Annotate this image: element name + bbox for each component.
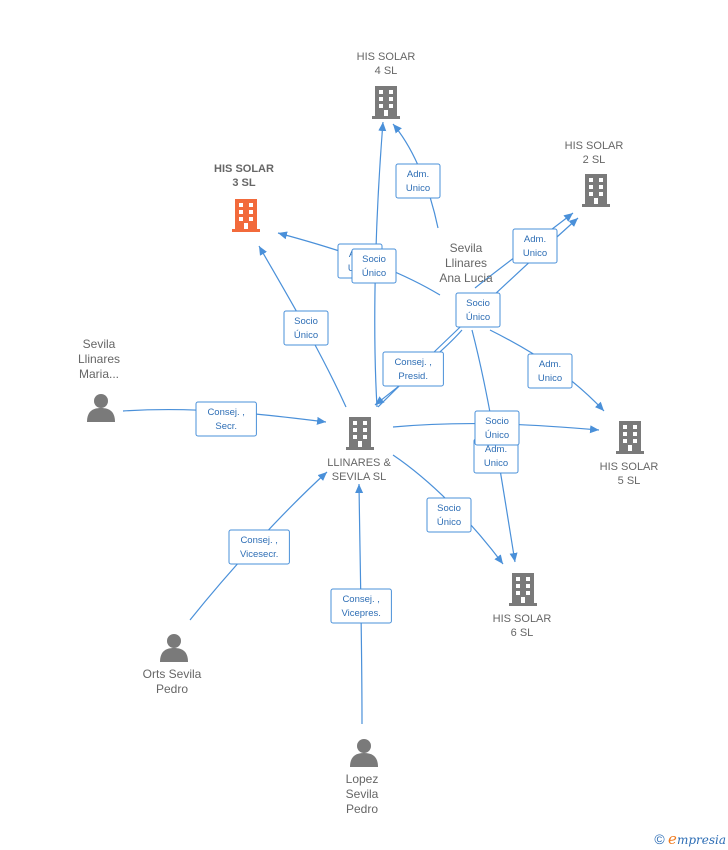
edge-label-text: Unico xyxy=(538,373,562,384)
edge-label-box xyxy=(382,351,444,387)
building-icon xyxy=(372,86,400,119)
node-label: Pedro xyxy=(156,682,188,696)
edge-label-text: Consej. , xyxy=(342,594,380,605)
node-label: Llinares xyxy=(78,352,120,366)
edge-label-text: Consej. , xyxy=(394,357,432,368)
edge-label-text: Socio xyxy=(485,416,509,427)
node-his6[interactable]: HIS SOLAR 6 SL xyxy=(493,573,552,639)
node-label: 4 SL xyxy=(375,65,398,77)
node-label: Ana Lucia xyxy=(439,271,493,285)
edge-label-box xyxy=(527,353,573,389)
edge-label-box xyxy=(512,228,558,264)
edge-label-text: Socio xyxy=(466,298,490,309)
edge-label-text: Único xyxy=(466,312,490,323)
edge-label-box xyxy=(330,588,392,624)
person-icon xyxy=(87,394,115,422)
edge-label-text: Socio xyxy=(437,503,461,514)
node-label: Sevila xyxy=(450,241,483,255)
node-label: Sevila xyxy=(346,787,379,801)
node-his4[interactable]: HIS SOLAR 4 SL xyxy=(357,51,416,119)
edge-label-text: Único xyxy=(294,330,318,341)
building-icon xyxy=(346,417,374,450)
copyright-icon: © xyxy=(654,831,665,847)
node-label: 6 SL xyxy=(511,627,534,639)
edge-label-text: Consej. , xyxy=(240,535,278,546)
node-label: Pedro xyxy=(346,802,378,816)
edge-label-text: Socio xyxy=(294,316,318,327)
building-icon xyxy=(616,421,644,454)
node-label: HIS SOLAR xyxy=(214,163,274,175)
edge-label-text: Vicesecr. xyxy=(240,549,278,560)
node-his3[interactable]: HIS SOLAR 3 SL xyxy=(214,163,274,232)
edge-label-text: Único xyxy=(362,268,386,279)
node-label: HIS SOLAR xyxy=(600,461,659,473)
edge-label-ana-to-llinares[interactable]: Consej. , Presid. xyxy=(382,351,444,387)
node-label: 5 SL xyxy=(618,475,641,487)
edge-label-ana-to-his4[interactable]: Adm. Unico xyxy=(395,163,441,199)
edge-label-maria-to-llinares[interactable]: Consej. , Secr. xyxy=(195,401,257,437)
edge-label-text: Unico xyxy=(484,458,508,469)
edge-label-lopez-to-llinares[interactable]: Consej. , Vicepres. xyxy=(330,588,392,624)
node-label: Maria... xyxy=(79,367,119,381)
edge-label-box xyxy=(195,401,257,437)
nodes-layer: HIS SOLAR 4 SL HIS SOLAR 2 SL HIS SOLAR 3 SL S… xyxy=(78,51,658,816)
edge-label-box xyxy=(455,292,501,328)
node-label: 2 SL xyxy=(583,154,606,166)
edge-label-text: Único xyxy=(485,430,509,441)
node-llinares[interactable]: LLINARES & SEVILA SL xyxy=(327,417,391,483)
edge-label-orts-to-llinares[interactable]: Consej. , Vicesecr. xyxy=(228,529,290,565)
edge-label-box xyxy=(395,163,441,199)
edge-label-text: Adm. xyxy=(524,234,546,245)
edge-label-text: Adm. xyxy=(485,444,507,455)
person-icon xyxy=(160,634,188,662)
edge-label-text: Unico xyxy=(523,248,547,259)
edge-label-box xyxy=(351,248,397,284)
node-label: HIS SOLAR xyxy=(357,51,416,63)
brand-footer[interactable]: © empresia xyxy=(654,830,726,848)
edge-label-text: Secr. xyxy=(215,421,237,432)
building-icon xyxy=(509,573,537,606)
edge-label-text: Adm. xyxy=(407,169,429,180)
edge-label-text: Único xyxy=(437,517,461,528)
node-label: HIS SOLAR xyxy=(493,613,552,625)
node-label: Llinares xyxy=(445,256,487,270)
node-label: LLINARES & xyxy=(327,457,391,469)
node-his5[interactable]: HIS SOLAR 5 SL xyxy=(600,421,659,487)
edge-label-text: Socio xyxy=(362,254,386,265)
edge-label-box xyxy=(228,529,290,565)
brand-initial: e xyxy=(668,830,677,848)
building-icon xyxy=(582,174,610,207)
edge-label-box xyxy=(283,310,329,346)
node-label: HIS SOLAR xyxy=(565,140,624,152)
person-icon xyxy=(350,739,378,767)
edge-label-box xyxy=(474,410,520,446)
node-label: Sevila xyxy=(83,337,116,351)
edge-label-ana-to-his2[interactable]: Adm. Unico xyxy=(512,228,558,264)
edge-label-text: Consej. , xyxy=(207,407,245,418)
edge-label-text: Vicepres. xyxy=(341,608,380,619)
node-label: Orts Sevila xyxy=(143,667,202,681)
edge-label-box xyxy=(426,497,472,533)
node-label: 3 SL xyxy=(232,177,256,189)
node-label: Lopez xyxy=(346,772,379,786)
node-his2[interactable]: HIS SOLAR 2 SL xyxy=(565,140,624,207)
edge-label-text: Presid. xyxy=(398,371,428,382)
edge-label-ana-to-his5[interactable]: Adm. Unico xyxy=(527,353,573,389)
brand-name: mpresia xyxy=(676,833,726,847)
edge-label-text: Adm. xyxy=(539,359,561,370)
building-icon-highlighted xyxy=(232,199,260,232)
node-maria[interactable]: SevilaLlinaresMaria... xyxy=(78,337,120,422)
node-label: SEVILA SL xyxy=(332,471,386,483)
edge-label-text: Unico xyxy=(406,183,430,194)
